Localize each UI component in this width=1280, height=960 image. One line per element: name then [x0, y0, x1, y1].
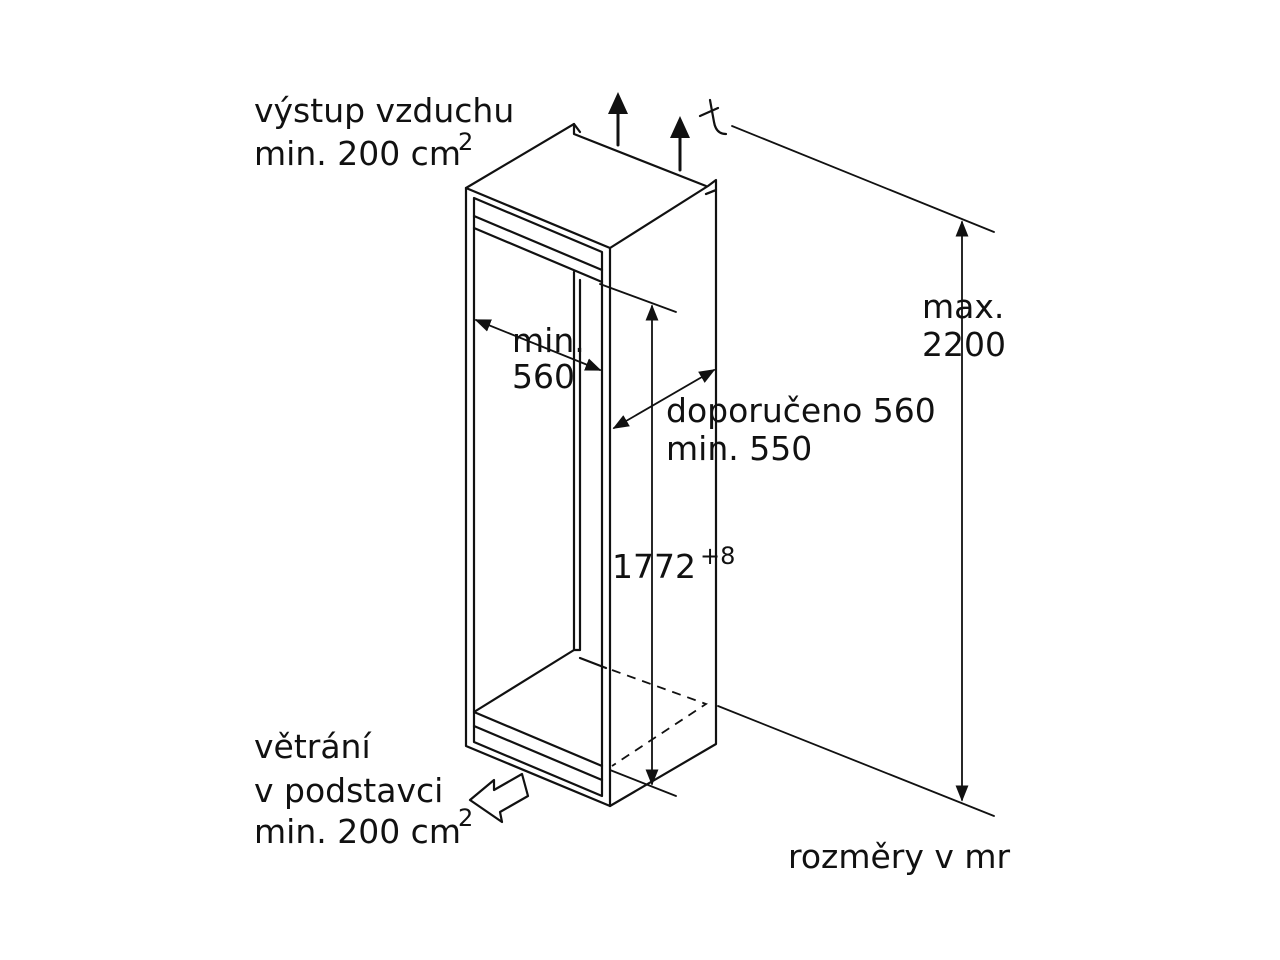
niche-height-extension-bottom — [609, 769, 677, 797]
cabinet-niche — [464, 122, 718, 808]
plinth-vent-line3: min. 200 cm — [254, 812, 461, 851]
units-note: rozměry v mr — [788, 837, 1011, 876]
niche-width-line1: min. — [512, 321, 585, 360]
plinth-vent-line1: větrání — [254, 727, 372, 766]
air-outlet-line2: min. 200 cm — [254, 134, 461, 173]
total-height-extension-top — [731, 125, 995, 233]
vent-inlet-arrow-icon — [468, 772, 530, 824]
total-height-line2: 2200 — [922, 325, 1006, 364]
front-frame-outer — [464, 186, 612, 808]
niche-depth-label: doporučeno 560 min. 550 — [666, 391, 936, 468]
niche-height-extension-top — [599, 283, 677, 313]
hidden-base-edge — [611, 669, 708, 767]
plinth-vent-line2: v podstavci — [254, 771, 443, 810]
base-panel — [472, 648, 608, 782]
plinth-vent-superscript: 2 — [458, 804, 473, 832]
air-outlet-line1: výstup vzduchu — [254, 91, 514, 130]
air-outlet-superscript: 2 — [458, 128, 473, 156]
total-height-extension-bottom — [717, 705, 995, 817]
dimension-lines — [474, 125, 995, 817]
plinth-vent-label: větrání v podstavci min. 200 cm 2 — [254, 727, 473, 851]
width-dimension-arrow-icon — [474, 319, 602, 371]
niche-depth-line1: doporučeno 560 — [666, 391, 936, 430]
depth-dimension-arrow-icon — [612, 369, 716, 429]
niche-width-label: min. 560 — [512, 321, 585, 396]
niche-width-line2: 560 — [512, 357, 575, 396]
front-frame-inner — [472, 196, 604, 798]
total-height-line1: max. — [922, 287, 1004, 326]
air-outlet-label: výstup vzduchu min. 200 cm 2 — [254, 91, 514, 173]
niche-height-label: 1772 +8 — [612, 542, 735, 586]
niche-depth-line2: min. 550 — [666, 429, 812, 468]
air-flow-up-arrow-icon — [608, 92, 728, 172]
total-height-label: max. 2200 — [922, 287, 1006, 364]
niche-height-value: 1772 — [612, 547, 696, 586]
right-side-panel — [608, 188, 718, 808]
niche-height-tolerance: +8 — [700, 542, 735, 570]
back-inner-edge — [572, 270, 582, 652]
top-panel-edge — [472, 214, 604, 284]
top-back-edge — [572, 122, 708, 188]
